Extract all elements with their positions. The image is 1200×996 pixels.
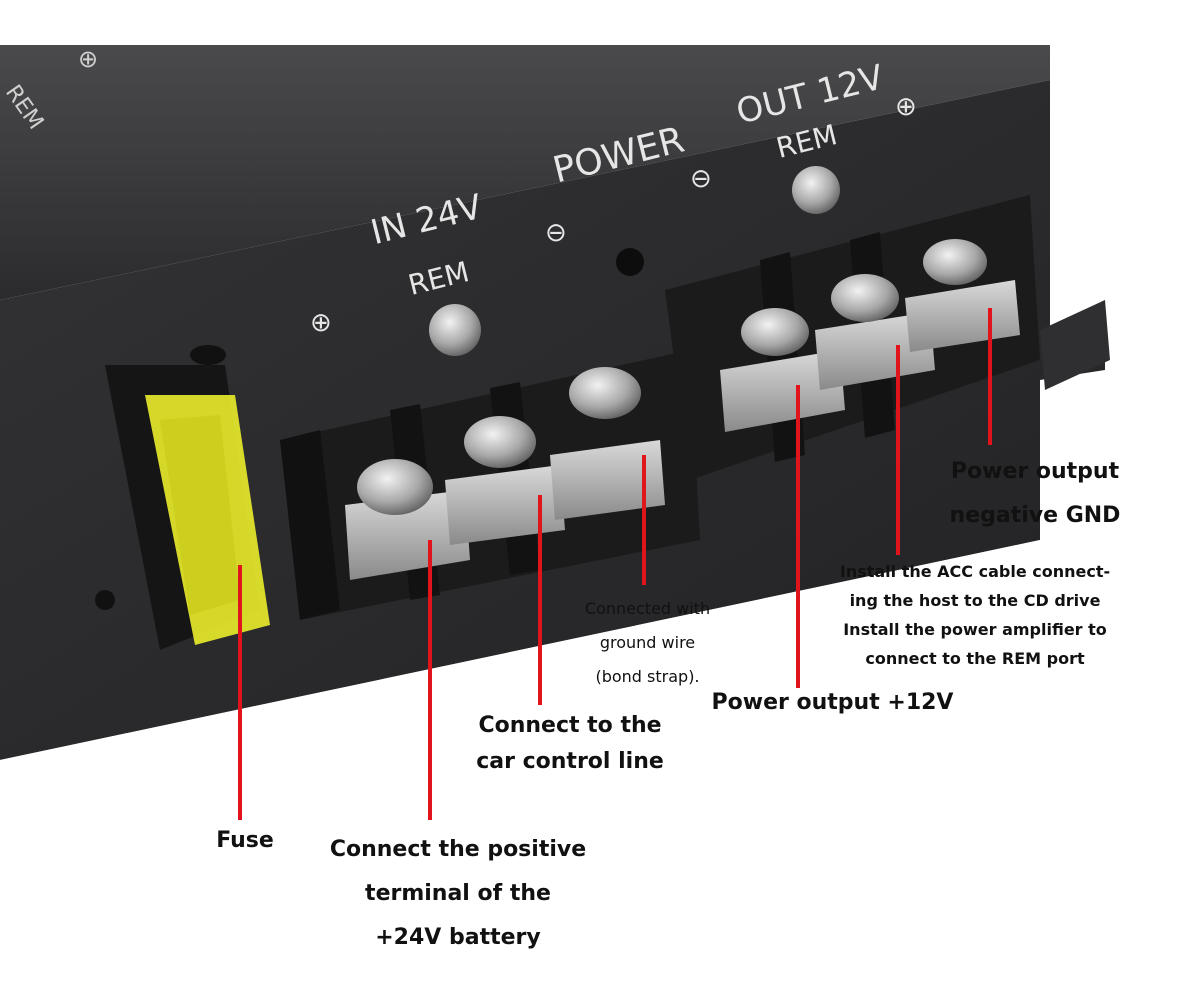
leader-lines <box>238 308 992 820</box>
mounting-flange <box>1040 300 1110 390</box>
minus-symbol-in: ⊖ <box>545 218 567 248</box>
callout-fuse: Fuse <box>216 828 274 853</box>
rem-out-screw <box>792 166 840 214</box>
plus-symbol-in: ⊕ <box>310 308 332 338</box>
minus-symbol-out: ⊖ <box>690 164 712 194</box>
plus-symbol-out: ⊕ <box>895 92 917 122</box>
callout-power-output-12v: Power output +12V <box>711 690 954 715</box>
callout-power-output-gnd: Power output negative GND <box>949 459 1121 528</box>
fuse-holder <box>95 345 270 650</box>
device-top <box>0 45 1050 300</box>
input-terminal-block <box>280 350 700 620</box>
callout-control-line: Connect to the car control line <box>476 713 664 774</box>
callout-positive-terminal: Connect the positive terminal of the +24… <box>329 837 587 950</box>
callout-acc-cable: Install the ACC cable connect- ing the h… <box>839 562 1111 668</box>
callout-ground-wire: Connected with ground wire (bond strap). <box>584 599 711 686</box>
rem-in-screw <box>429 304 481 356</box>
output-terminal-block <box>665 195 1040 480</box>
plus-symbol-corner: ⊕ <box>78 45 99 73</box>
